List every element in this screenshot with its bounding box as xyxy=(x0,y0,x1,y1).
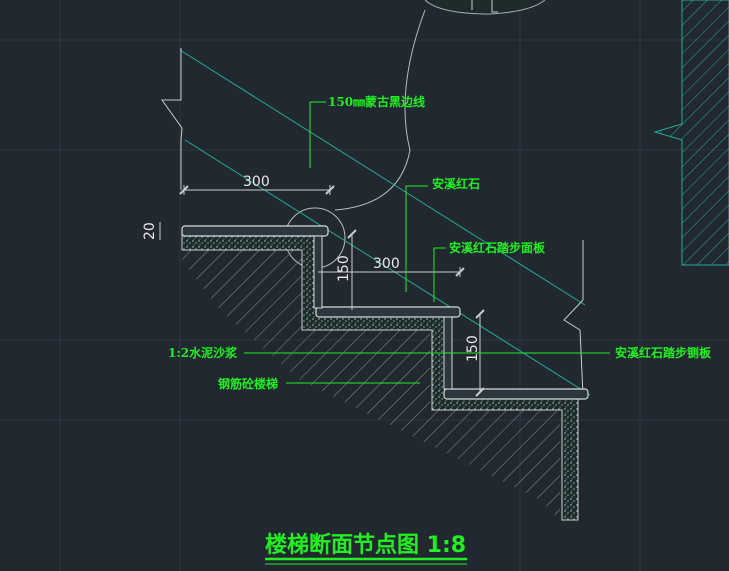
concrete-stair-body xyxy=(182,250,560,520)
dim-riser-upper: 150 xyxy=(336,255,352,282)
dim-thickness: 20 xyxy=(142,222,158,240)
label-concrete-stair: 钢筋砼楼梯 xyxy=(218,376,278,391)
leader-lines xyxy=(244,101,610,384)
right-break-line xyxy=(563,240,584,396)
dimension-ticks xyxy=(179,185,485,397)
label-stone: 安溪红石 xyxy=(432,176,480,191)
left-break-line xyxy=(161,48,183,190)
dim-tread-top: 300 xyxy=(243,174,270,190)
drawing-title: 楼梯断面节点图 1:8 xyxy=(265,532,466,558)
label-riser-panel: 安溪红石踏步铡板 xyxy=(615,345,712,360)
detail-arc xyxy=(334,9,426,211)
top-circle-detail xyxy=(424,0,546,15)
label-mortar: 1:2水泥沙浆 xyxy=(168,345,238,360)
right-wall xyxy=(653,0,729,266)
dim-riser-lower: 150 xyxy=(465,335,481,362)
tread-panels xyxy=(181,225,589,400)
label-tread-panel: 安溪红石踏步面板 xyxy=(449,240,546,255)
label-edge-line: 150㎜蒙古黑边线 xyxy=(328,94,425,109)
dim-tread-mid: 300 xyxy=(373,256,400,272)
title-underline xyxy=(265,557,467,565)
